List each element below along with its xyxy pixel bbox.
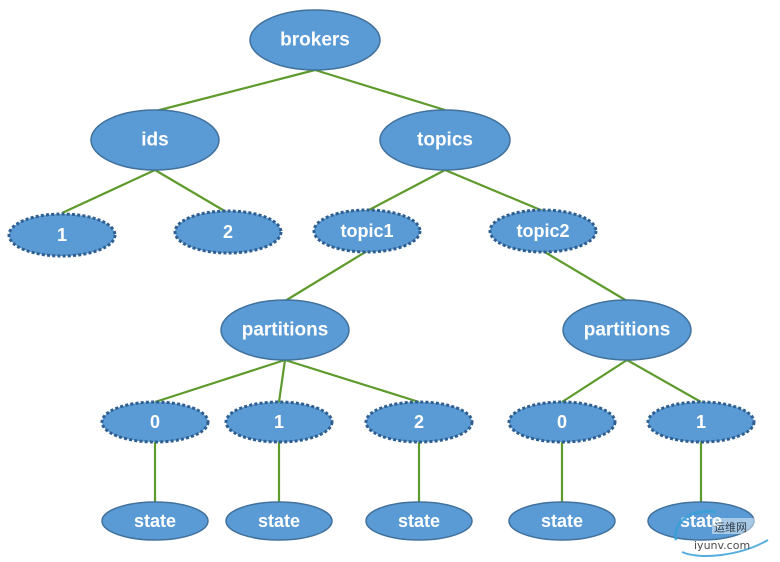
edge-partitions-t2-p1	[626, 359, 702, 403]
node-partitions-topic2[interactable]: partitions	[562, 299, 692, 361]
node-label: partitions	[242, 320, 329, 341]
edge-topic1-partitions	[284, 250, 368, 302]
node-label: topic2	[516, 221, 569, 241]
node-topics[interactable]: topics	[379, 109, 511, 171]
node-label: 1	[696, 412, 706, 432]
edge-partitions-t1-p1	[277, 359, 287, 403]
node-label: brokers	[280, 30, 350, 51]
node-label: topics	[417, 130, 473, 151]
node-partitions-topic1[interactable]: partitions	[220, 299, 350, 361]
edge-brokers-topics	[314, 68, 446, 112]
node-label: state	[398, 511, 440, 531]
node-label: ids	[141, 130, 168, 151]
watermark-swoosh-icon	[681, 539, 769, 557]
node-topic1-partition-0-state[interactable]: state	[101, 501, 209, 541]
watermark: 运维网 iyunv.com	[674, 509, 769, 557]
node-label: state	[258, 511, 300, 531]
node-label: 2	[223, 222, 233, 242]
node-topic1[interactable]: topic1	[312, 208, 422, 254]
node-topic1-partition-2-state[interactable]: state	[365, 501, 473, 541]
node-topic2-partition-0-state[interactable]: state	[508, 501, 616, 541]
node-topic2[interactable]: topic2	[488, 208, 598, 254]
node-label: 0	[557, 412, 567, 432]
node-topic2-partition-0[interactable]: 0	[507, 400, 617, 444]
edge-topics-topic2	[444, 168, 544, 213]
edge-topics-topic1	[366, 169, 446, 212]
node-label: 1	[57, 225, 67, 245]
node-id-2[interactable]: 2	[173, 209, 283, 255]
edges	[61, 68, 703, 502]
node-id-1[interactable]: 1	[7, 212, 117, 258]
node-topic2-partition-1[interactable]: 1	[646, 400, 756, 444]
node-label: topic1	[340, 221, 393, 241]
node-label: 1	[274, 412, 284, 432]
node-label: 0	[150, 412, 160, 432]
watermark-url: iyunv.com	[694, 539, 750, 552]
node-label: 2	[414, 412, 424, 432]
edge-partitions-t1-p2	[284, 358, 420, 404]
watermark-swoosh-icon	[674, 509, 717, 541]
node-label: state	[134, 511, 176, 531]
node-topic1-partition-1-state[interactable]: state	[225, 501, 333, 541]
edge-topic2-partitions	[542, 250, 628, 302]
node-brokers[interactable]: brokers	[249, 9, 381, 71]
edge-partitions-t1-p0	[154, 358, 286, 404]
node-label: state	[541, 511, 583, 531]
edge-partitions-t2-p0	[561, 359, 628, 403]
node-topic1-partition-2[interactable]: 2	[364, 400, 474, 444]
node-ids[interactable]: ids	[90, 109, 220, 171]
edge-brokers-ids	[147, 68, 316, 115]
edge-ids-1	[61, 169, 156, 214]
node-label: partitions	[584, 320, 671, 341]
node-topic1-partition-1[interactable]: 1	[224, 400, 334, 444]
watermark-backdrop	[712, 518, 764, 534]
edge-ids-2	[154, 169, 229, 214]
node-topic1-partition-0[interactable]: 0	[100, 400, 210, 444]
watermark-text: 运维网	[714, 521, 747, 534]
